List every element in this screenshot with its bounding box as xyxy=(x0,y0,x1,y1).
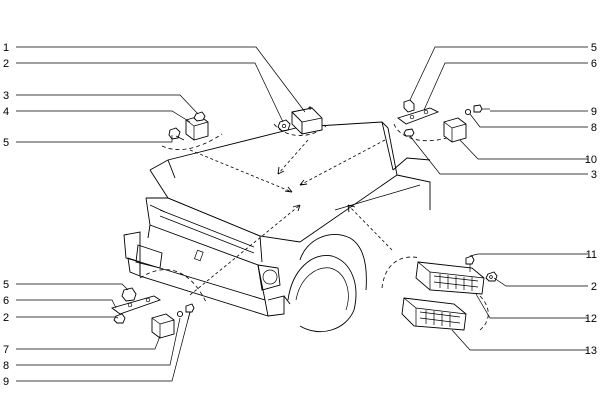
relay-top-center xyxy=(291,106,323,135)
holder-top-right xyxy=(403,99,415,113)
bolt-top-left xyxy=(168,127,185,141)
callout-2-lower: 2 xyxy=(3,312,9,324)
callout-1: 1 xyxy=(3,42,9,54)
callout-8-lower: 8 xyxy=(3,360,9,372)
callout-2: 2 xyxy=(3,58,9,70)
callout-11-right: 11 xyxy=(586,249,597,261)
leaders-left xyxy=(16,46,306,382)
vehicle-outline xyxy=(123,121,431,333)
callout-5: 5 xyxy=(3,137,9,149)
callout-7-lower: 7 xyxy=(3,344,9,356)
washer-top-right xyxy=(464,108,472,116)
callout-8-right: 8 xyxy=(591,122,597,134)
callout-2-right: 2 xyxy=(591,281,597,293)
bracket-bottom-left xyxy=(111,295,162,315)
nut-top-right xyxy=(403,128,415,137)
fuse-block-lower xyxy=(401,297,467,331)
callout-6-lower: 6 xyxy=(3,295,9,307)
callout-5-lower: 5 xyxy=(3,279,9,291)
nut-top-center xyxy=(277,119,291,132)
callout-labels-left: 1 2 3 4 5 5 6 2 7 8 9 xyxy=(3,42,9,388)
callout-12-right: 12 xyxy=(585,313,597,325)
location-arcs xyxy=(139,123,489,331)
holder-bottom-left xyxy=(121,287,137,302)
callout-10-right: 10 xyxy=(585,154,597,166)
callout-5-right: 5 xyxy=(591,42,597,54)
callout-4: 4 xyxy=(3,106,9,118)
nut-top-left xyxy=(193,111,206,122)
callout-6-right: 6 xyxy=(591,58,597,70)
relay-top-right xyxy=(443,117,467,143)
callout-3: 3 xyxy=(3,90,9,102)
nut-bottom-left xyxy=(113,313,126,324)
screw-bottom-right xyxy=(465,255,475,272)
washer-bottom-left xyxy=(176,310,184,318)
nut-bottom-right xyxy=(485,271,498,282)
fuse-block-upper xyxy=(415,261,485,295)
relay-bottom-left xyxy=(151,313,175,339)
callout-9-right: 9 xyxy=(591,106,597,118)
bracket-top-right xyxy=(397,107,440,125)
callout-13-right: 13 xyxy=(585,345,597,357)
callout-9-lower: 9 xyxy=(3,376,9,388)
leaders-right xyxy=(409,46,588,351)
bolt-top-right xyxy=(473,104,490,113)
callout-3-right: 3 xyxy=(591,169,597,181)
callout-labels-right: 5 6 9 8 10 3 11 2 12 13 xyxy=(585,42,597,357)
location-arrows xyxy=(189,139,393,296)
